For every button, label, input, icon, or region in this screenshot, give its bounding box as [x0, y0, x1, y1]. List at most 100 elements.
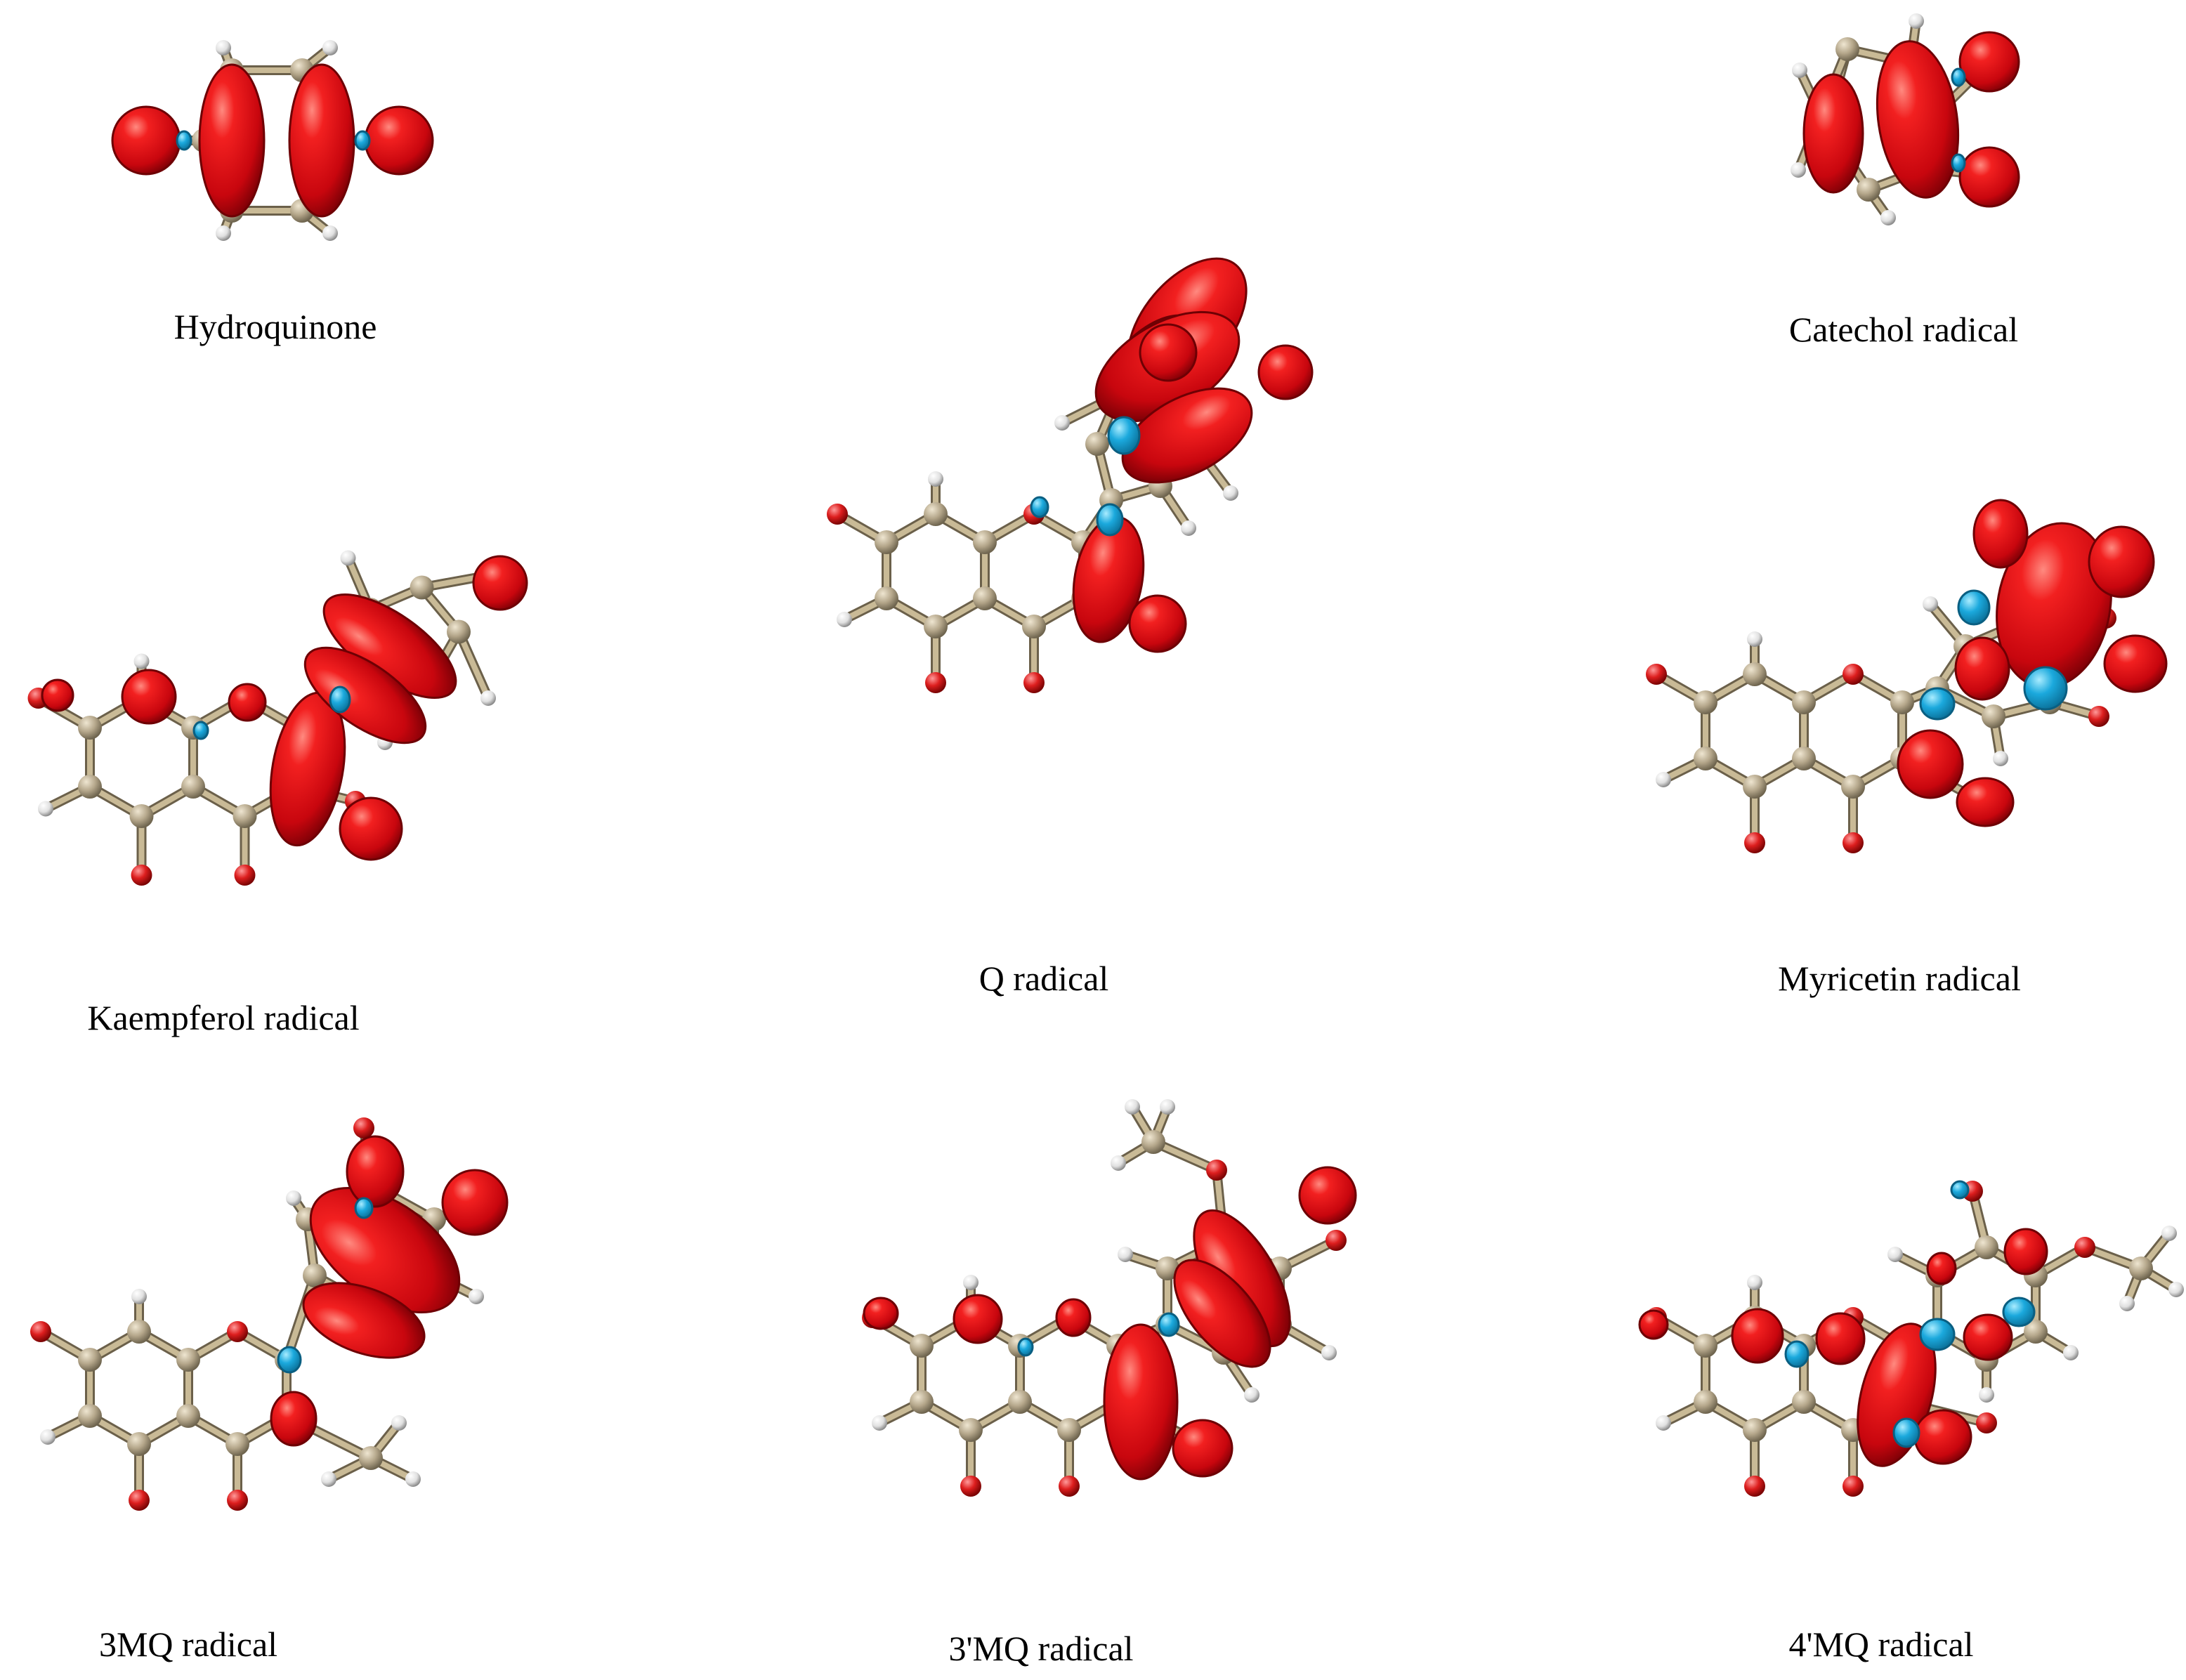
positive-spin-lobe: [1731, 1308, 1784, 1364]
oxygen-atom: [960, 1476, 981, 1497]
negative-spin-lobe: [329, 685, 351, 714]
hydrogen-atom: [1656, 772, 1671, 787]
positive-spin-lobe: [1055, 1298, 1092, 1337]
positive-spin-lobe: [2103, 634, 2168, 693]
positive-spin-lobe: [1913, 1409, 1972, 1465]
hydrogen-atom: [2119, 1296, 2135, 1311]
carbon-atom: [78, 1404, 102, 1428]
carbon-atom: [2024, 1320, 2048, 1344]
hydrogen-atom: [131, 1289, 147, 1304]
hydrogen-atom: [1923, 596, 1938, 612]
carbon-atom: [181, 775, 205, 799]
positive-spin-lobe: [1954, 636, 2010, 701]
carbon-atom: [1694, 747, 1717, 770]
negative-spin-lobe: [354, 1197, 374, 1219]
hydrogen-atom: [872, 1415, 887, 1431]
hydrogen-atom: [469, 1289, 484, 1304]
positive-spin-lobe: [441, 1169, 509, 1236]
hydrogen-atom: [928, 471, 943, 487]
caption-3prime-mq-radical: 3'MQ radical: [948, 1629, 1134, 1668]
oxygen-atom: [30, 1321, 51, 1342]
bond-highlight: [456, 629, 491, 701]
carbon-atom: [1792, 747, 1816, 770]
hydrogen-atom: [1909, 13, 1924, 29]
hydrogen-atom: [322, 225, 338, 241]
positive-spin-lobe: [1815, 1312, 1866, 1365]
positive-spin-lobe: [1802, 73, 1864, 194]
carbon-atom: [1835, 37, 1859, 61]
hydrogen-atom: [1125, 1099, 1140, 1115]
carbon-atom: [875, 586, 898, 610]
positive-spin-lobe: [1963, 1313, 2013, 1361]
hydrogen-atom: [340, 550, 356, 566]
hydrogen-atom: [216, 225, 231, 241]
hydrogen-atom: [1181, 520, 1196, 536]
positive-spin-lobe: [1958, 146, 2020, 208]
positive-spin-lobe: [339, 796, 403, 861]
hydrogen-atom: [1656, 1415, 1671, 1431]
hydrogen-atom: [2161, 1226, 2177, 1241]
carbon-atom: [1008, 1390, 1032, 1414]
hydrogen-atom: [133, 653, 150, 669]
oxygen-atom: [1646, 664, 1667, 685]
carbon-atom: [127, 1432, 151, 1456]
hydrogen-atom: [1993, 751, 2008, 766]
negative-spin-lobe: [176, 130, 192, 151]
hydrogen-atom: [2063, 1345, 2079, 1360]
hydrogen-atom: [1111, 1155, 1126, 1171]
carbon-atom: [973, 530, 997, 554]
positive-spin-lobe: [346, 1135, 405, 1208]
carbon-atom: [127, 1320, 151, 1344]
carbon-atom: [176, 1404, 200, 1428]
caption-3mq-radical: 3MQ radical: [98, 1625, 278, 1664]
carbon-atom: [1792, 690, 1816, 714]
carbon-atom: [1792, 1390, 1816, 1414]
caption-q-radical: Q radical: [979, 959, 1109, 998]
lobe-layer: [41, 31, 2168, 1481]
carbon-atom: [78, 1348, 102, 1372]
carbon-atom: [1743, 662, 1767, 686]
positive-spin-lobe: [1173, 1259, 1271, 1368]
hydrogen-atom: [321, 1471, 336, 1487]
hydrogen-atom: [1792, 63, 1807, 78]
carbon-atom: [1982, 704, 2005, 728]
negative-spin-lobe: [1784, 1340, 1809, 1368]
hydrogen-atom: [480, 690, 496, 706]
positive-spin-lobe: [41, 678, 74, 712]
negative-spin-lobe: [1107, 416, 1141, 455]
hydrogen-atom: [216, 40, 231, 55]
hydrogen-atom: [963, 1275, 979, 1290]
positive-spin-lobe: [1926, 1252, 1957, 1285]
positive-spin-lobe: [111, 105, 181, 176]
oxygen-atom: [234, 865, 256, 886]
carbon-atom: [924, 502, 948, 526]
carbon-atom: [1857, 178, 1880, 202]
positive-spin-lobe: [1121, 387, 1253, 484]
positive-spin-lobe: [1638, 1309, 1669, 1340]
positive-spin-lobe: [121, 669, 177, 725]
positive-spin-lobe: [198, 63, 266, 218]
carbon-atom: [78, 775, 102, 799]
carbon-atom: [1694, 1390, 1717, 1414]
hydrogen-atom: [1791, 162, 1806, 178]
carbon-atom: [1743, 1418, 1767, 1442]
hydrogen-atom: [1160, 1099, 1175, 1115]
hydrogen-atom: [286, 1190, 301, 1206]
positive-spin-lobe: [288, 63, 355, 218]
carbon-atom: [78, 716, 102, 740]
carbon-atom: [1890, 690, 1914, 714]
hydrogen-atom: [1118, 1247, 1133, 1262]
carbon-atom: [447, 619, 471, 644]
oxygen-atom: [2088, 706, 2109, 727]
hydrogen-atom: [2168, 1282, 2184, 1297]
positive-spin-lobe: [1958, 31, 2020, 93]
positive-spin-lobe: [1172, 1419, 1233, 1478]
carbon-atom: [2129, 1256, 2153, 1280]
positive-spin-lobe: [1956, 777, 2015, 827]
carbon-atom: [973, 586, 997, 610]
hydrogen-atom: [405, 1471, 421, 1487]
carbon-atom: [303, 1264, 327, 1287]
oxygen-atom: [131, 865, 152, 886]
positive-spin-lobe: [1897, 729, 1964, 799]
